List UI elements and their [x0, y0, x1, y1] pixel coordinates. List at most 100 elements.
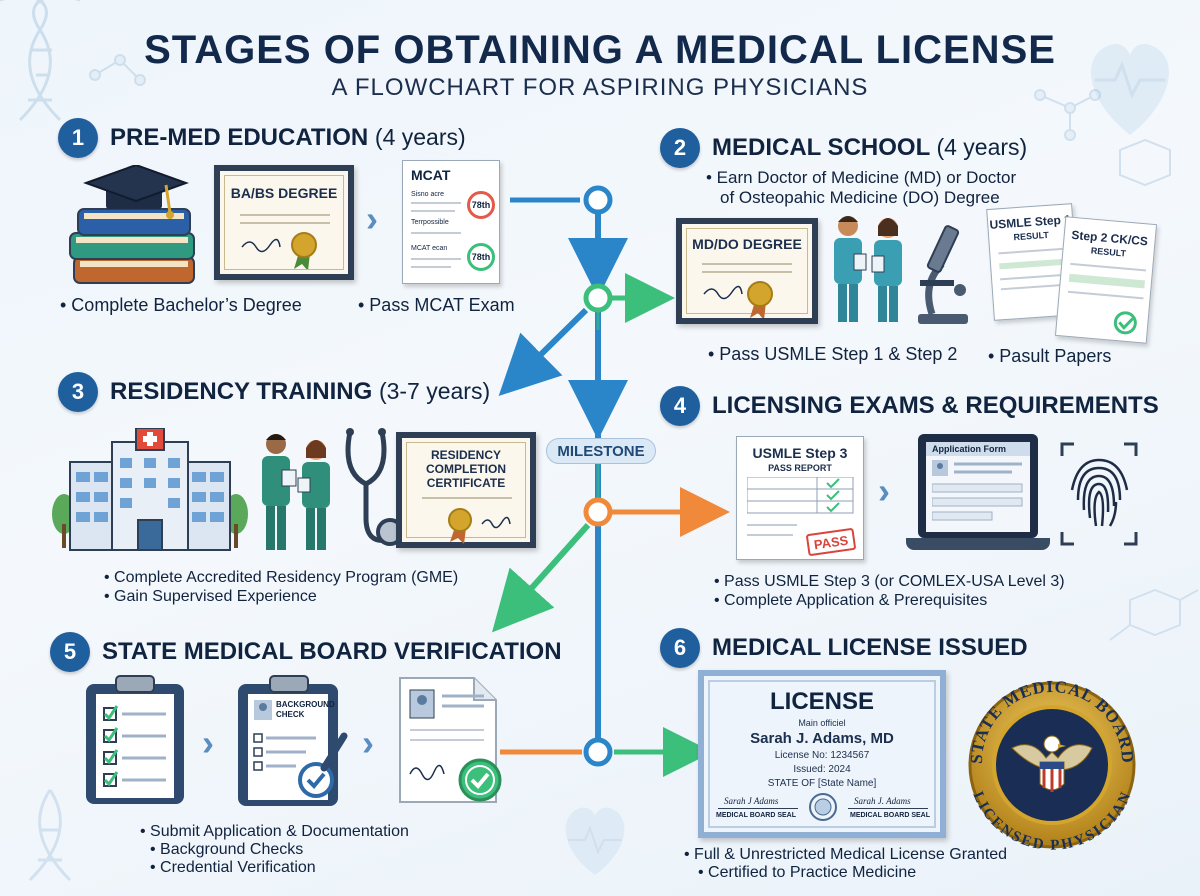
stage-3-header: 3 RESIDENCY TRAINING (3-7 years) [58, 372, 490, 412]
stage-2-title: MEDICAL SCHOOL [712, 134, 930, 161]
dna-icon [0, 0, 80, 122]
mcat-title: MCAT [411, 167, 451, 183]
stage-2-bullet: • Pass USMLE Step 1 & Step 2 [708, 344, 958, 364]
application-form-title: Application Form [932, 444, 1006, 454]
stage-number-badge: 1 [58, 118, 98, 158]
license-issued: Issued: 2024 [793, 764, 851, 775]
state-medical-board-seal: STATE MEDICAL BOARD LICENSED PHYSICIAN [967, 677, 1136, 854]
chevron-right-icon: › [362, 722, 374, 763]
certificate-line: RESIDENCY [430, 448, 501, 462]
seal-caption: MEDICAL BOARD SEAL [850, 812, 930, 819]
eagle-icon [1011, 735, 1093, 792]
stage-4-header: 4 LICENSING EXAMS & REQUIREMENTS [660, 386, 1159, 426]
residency-completion-certificate: RESIDENCY COMPLETION CERTIFICATE [396, 432, 536, 548]
stage-2-header: 2 MEDICAL SCHOOL (4 years) [660, 128, 1027, 168]
stage-1-header: 1 PRE-MED EDUCATION (4 years) [58, 118, 466, 158]
stage-5-header: 5 STATE MEDICAL BOARD VERIFICATION [50, 632, 562, 672]
medical-license-certificate: LICENSE Main officiel Sarah J. Adams, MD… [698, 670, 946, 838]
milestone-badge: MILESTONE [546, 438, 656, 464]
license-signature: Sarah J. Adams [854, 796, 911, 806]
stage-4-title: LICENSING EXAMS & REQUIREMENTS [712, 392, 1159, 419]
background-check-label: CHECK [276, 710, 305, 719]
chevron-right-icon: › [202, 722, 214, 763]
flow-node [583, 283, 613, 313]
license-line: Main officiel [798, 718, 846, 728]
dna-icon [28, 789, 72, 882]
award-seal-icon [291, 232, 317, 269]
license-number: License No: 1234567 [774, 750, 870, 761]
ba-bs-degree-certificate: BA/BS DEGREE [214, 165, 354, 280]
step3-subtitle: PASS REPORT [768, 463, 832, 473]
usmle-step-2-result: Step 2 CK/CS RESULT [1054, 216, 1158, 344]
step3-title: USMLE Step 3 [752, 445, 848, 461]
background-check-label: BACKGROUND [276, 700, 335, 709]
usmle-step-3-pass-report: USMLE Step 3 PASS REPORT PASS [736, 436, 864, 560]
hospital-icon [52, 428, 248, 551]
mcat-score-badge: 78th [467, 243, 495, 271]
stage-number-badge: 5 [50, 632, 90, 672]
stage-number-badge: 2 [660, 128, 700, 168]
verified-document-icon [399, 677, 502, 803]
stage-6-header: 6 MEDICAL LICENSE ISSUED [660, 628, 1028, 668]
stage-5-bullet: • Submit Application & Documentation [140, 823, 409, 840]
molecule-icon [89, 54, 146, 86]
award-seal-icon [448, 508, 472, 544]
page-subtitle: A FLOWCHART FOR ASPIRING PHYSICIANS [331, 74, 869, 101]
mcat-score-badge: 78th [467, 191, 495, 219]
graduation-cap-icon [83, 165, 189, 219]
stage-3-duration: (3-7 years) [378, 378, 491, 404]
background-check-clipboard: BACKGROUND CHECK [236, 674, 348, 808]
stage-6-bullet: • Certified to Practice Medicine [698, 864, 917, 881]
stage-2-duration: (4 years) [936, 134, 1028, 160]
stage-5-bullet: • Background Checks [150, 841, 304, 858]
certificate-line: COMPLETION [426, 462, 506, 476]
license-state: STATE OF [State Name] [767, 778, 877, 789]
stage-4-bullet: • Complete Application & Prerequisites [714, 592, 988, 609]
molecule-icon [1109, 588, 1199, 641]
stage-1-title: PRE-MED EDUCATION [110, 124, 369, 151]
stage-2-description: • Earn Doctor of Medicine (MD) or Doctor [706, 168, 1017, 187]
license-signature: Sarah J Adams [724, 796, 779, 806]
flow-node [583, 737, 613, 767]
flow-node [583, 497, 613, 527]
stage-number-badge: 3 [58, 372, 98, 412]
degree-title: MD/DO DEGREE [692, 236, 802, 252]
chevron-right-icon: › [366, 198, 378, 239]
stage-2-bullet: • Pasult Papers [988, 346, 1112, 366]
molecule-icon [1034, 89, 1171, 187]
stage-2-description: of Osteopahic Medicine (DO) Degree [720, 188, 1000, 207]
clipboard-icon [86, 675, 184, 804]
doctors-icon [834, 216, 902, 322]
license-holder-name: Sarah J. Adams, MD [750, 730, 894, 747]
connector-to-stage-3 [498, 307, 589, 397]
residents-icon [262, 434, 330, 550]
stage-number-badge: 6 [660, 628, 700, 668]
check-circle-icon [1113, 311, 1137, 335]
stage-1-bullet: • Complete Bachelor’s Degree [60, 295, 302, 315]
certificate-line: CERTIFICATE [426, 476, 506, 490]
stage-4-bullet: • Pass USMLE Step 3 (or COMLEX-USA Level… [714, 573, 1065, 590]
stage-1-bullet: • Pass MCAT Exam [358, 295, 515, 315]
clipboard-icon [238, 675, 348, 806]
flow-node [583, 185, 613, 215]
check-badge-icon [458, 758, 502, 802]
stage-6-bullet: • Full & Unrestricted Medical License Gr… [684, 846, 1008, 863]
usmle-step-1-result: USMLE Step 1 RESULT [986, 203, 1080, 321]
connector-to-stage-5 [492, 523, 591, 633]
stage-5-bullet: • Credential Verification [150, 859, 316, 876]
mcat-score-report: MCAT Sisno acre Terrpossible MCAT ecan 7… [402, 160, 500, 284]
stage-3-bullet: • Complete Accredited Residency Program … [104, 569, 459, 586]
fingerprint-icon [1060, 442, 1138, 546]
seal-caption: MEDICAL BOARD SEAL [716, 812, 796, 819]
stage-5-title: STATE MEDICAL BOARD VERIFICATION [102, 638, 562, 665]
stage-number-badge: 4 [660, 386, 700, 426]
heart-pulse-icon [565, 807, 625, 875]
degree-title: BA/BS DEGREE [230, 185, 338, 201]
check-badge-icon [298, 762, 334, 798]
stage-3-title: RESIDENCY TRAINING [110, 378, 373, 405]
page-title: STAGES OF OBTAINING A MEDICAL LICENSE [144, 28, 1056, 72]
md-do-degree-certificate: MD/DO DEGREE [676, 218, 818, 324]
license-title: LICENSE [769, 688, 874, 715]
